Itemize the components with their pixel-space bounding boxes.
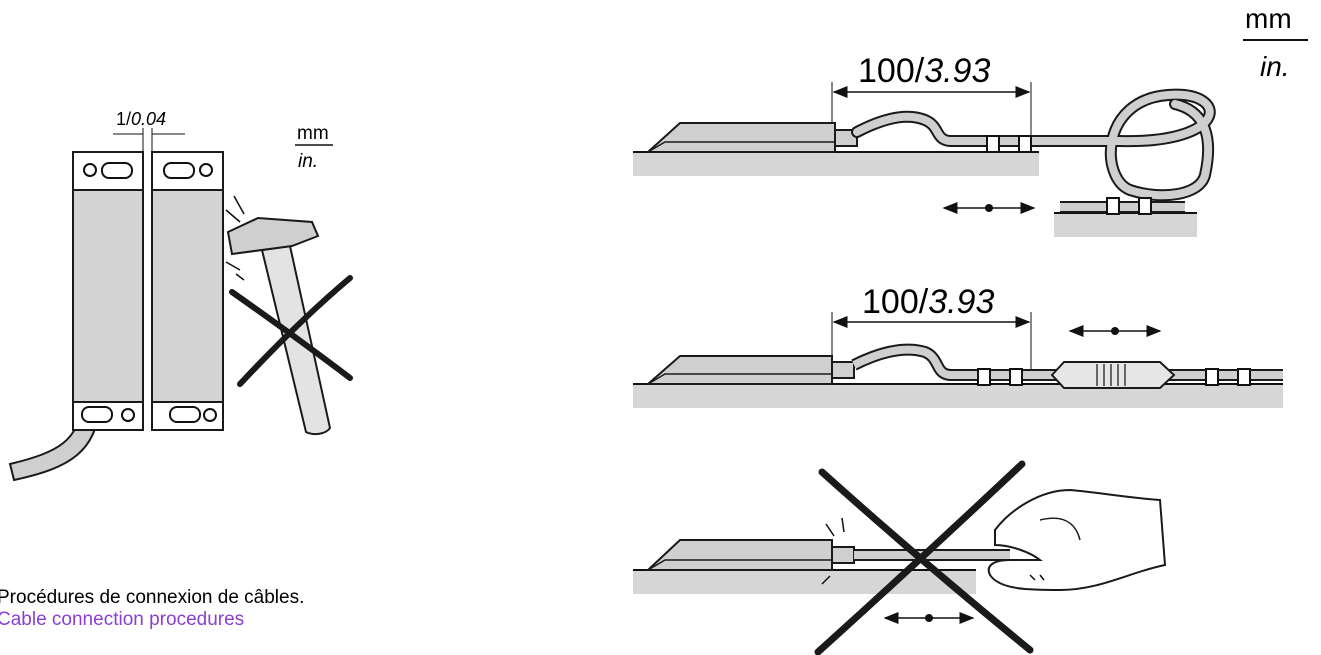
sensor-block-right <box>151 151 224 431</box>
svg-text:100/3.93: 100/3.93 <box>862 283 994 321</box>
svg-text:in.: in. <box>1260 51 1290 82</box>
sensor-cable <box>8 403 102 482</box>
svg-text:mm: mm <box>297 123 329 144</box>
prohibited-cross-icon <box>229 275 353 387</box>
left-unit-label: mm in. <box>295 123 333 172</box>
gap-dimension: 1/0.04 <box>113 109 185 152</box>
hammer-icon <box>225 195 332 436</box>
svg-text:100/3.93: 100/3.93 <box>858 52 990 90</box>
panel-connector: 100/3.93 <box>633 283 1283 408</box>
caption-french: Procédures de connexion de câbles. <box>0 587 305 608</box>
panel-pulling-prohibited <box>633 460 1167 655</box>
svg-text:in.: in. <box>298 151 318 172</box>
svg-text:mm: mm <box>1245 3 1292 34</box>
left-figure: 1/0.04 mm in. <box>8 109 353 482</box>
caption-english: Cable connection procedures <box>0 609 245 630</box>
right-unit-label: mm in. <box>1243 3 1308 82</box>
sensor-block-left <box>72 151 144 431</box>
right-figure: mm in. 100/3.93 <box>633 3 1308 655</box>
gap-label: 1/0.04 <box>116 109 166 129</box>
prohibited-cross-icon <box>814 460 1034 655</box>
hand-icon <box>987 488 1167 592</box>
panel-cable-loop: 100/3.93 <box>633 52 1216 237</box>
figure-caption: Procédures de connexion de câbles. Cable… <box>0 587 304 631</box>
